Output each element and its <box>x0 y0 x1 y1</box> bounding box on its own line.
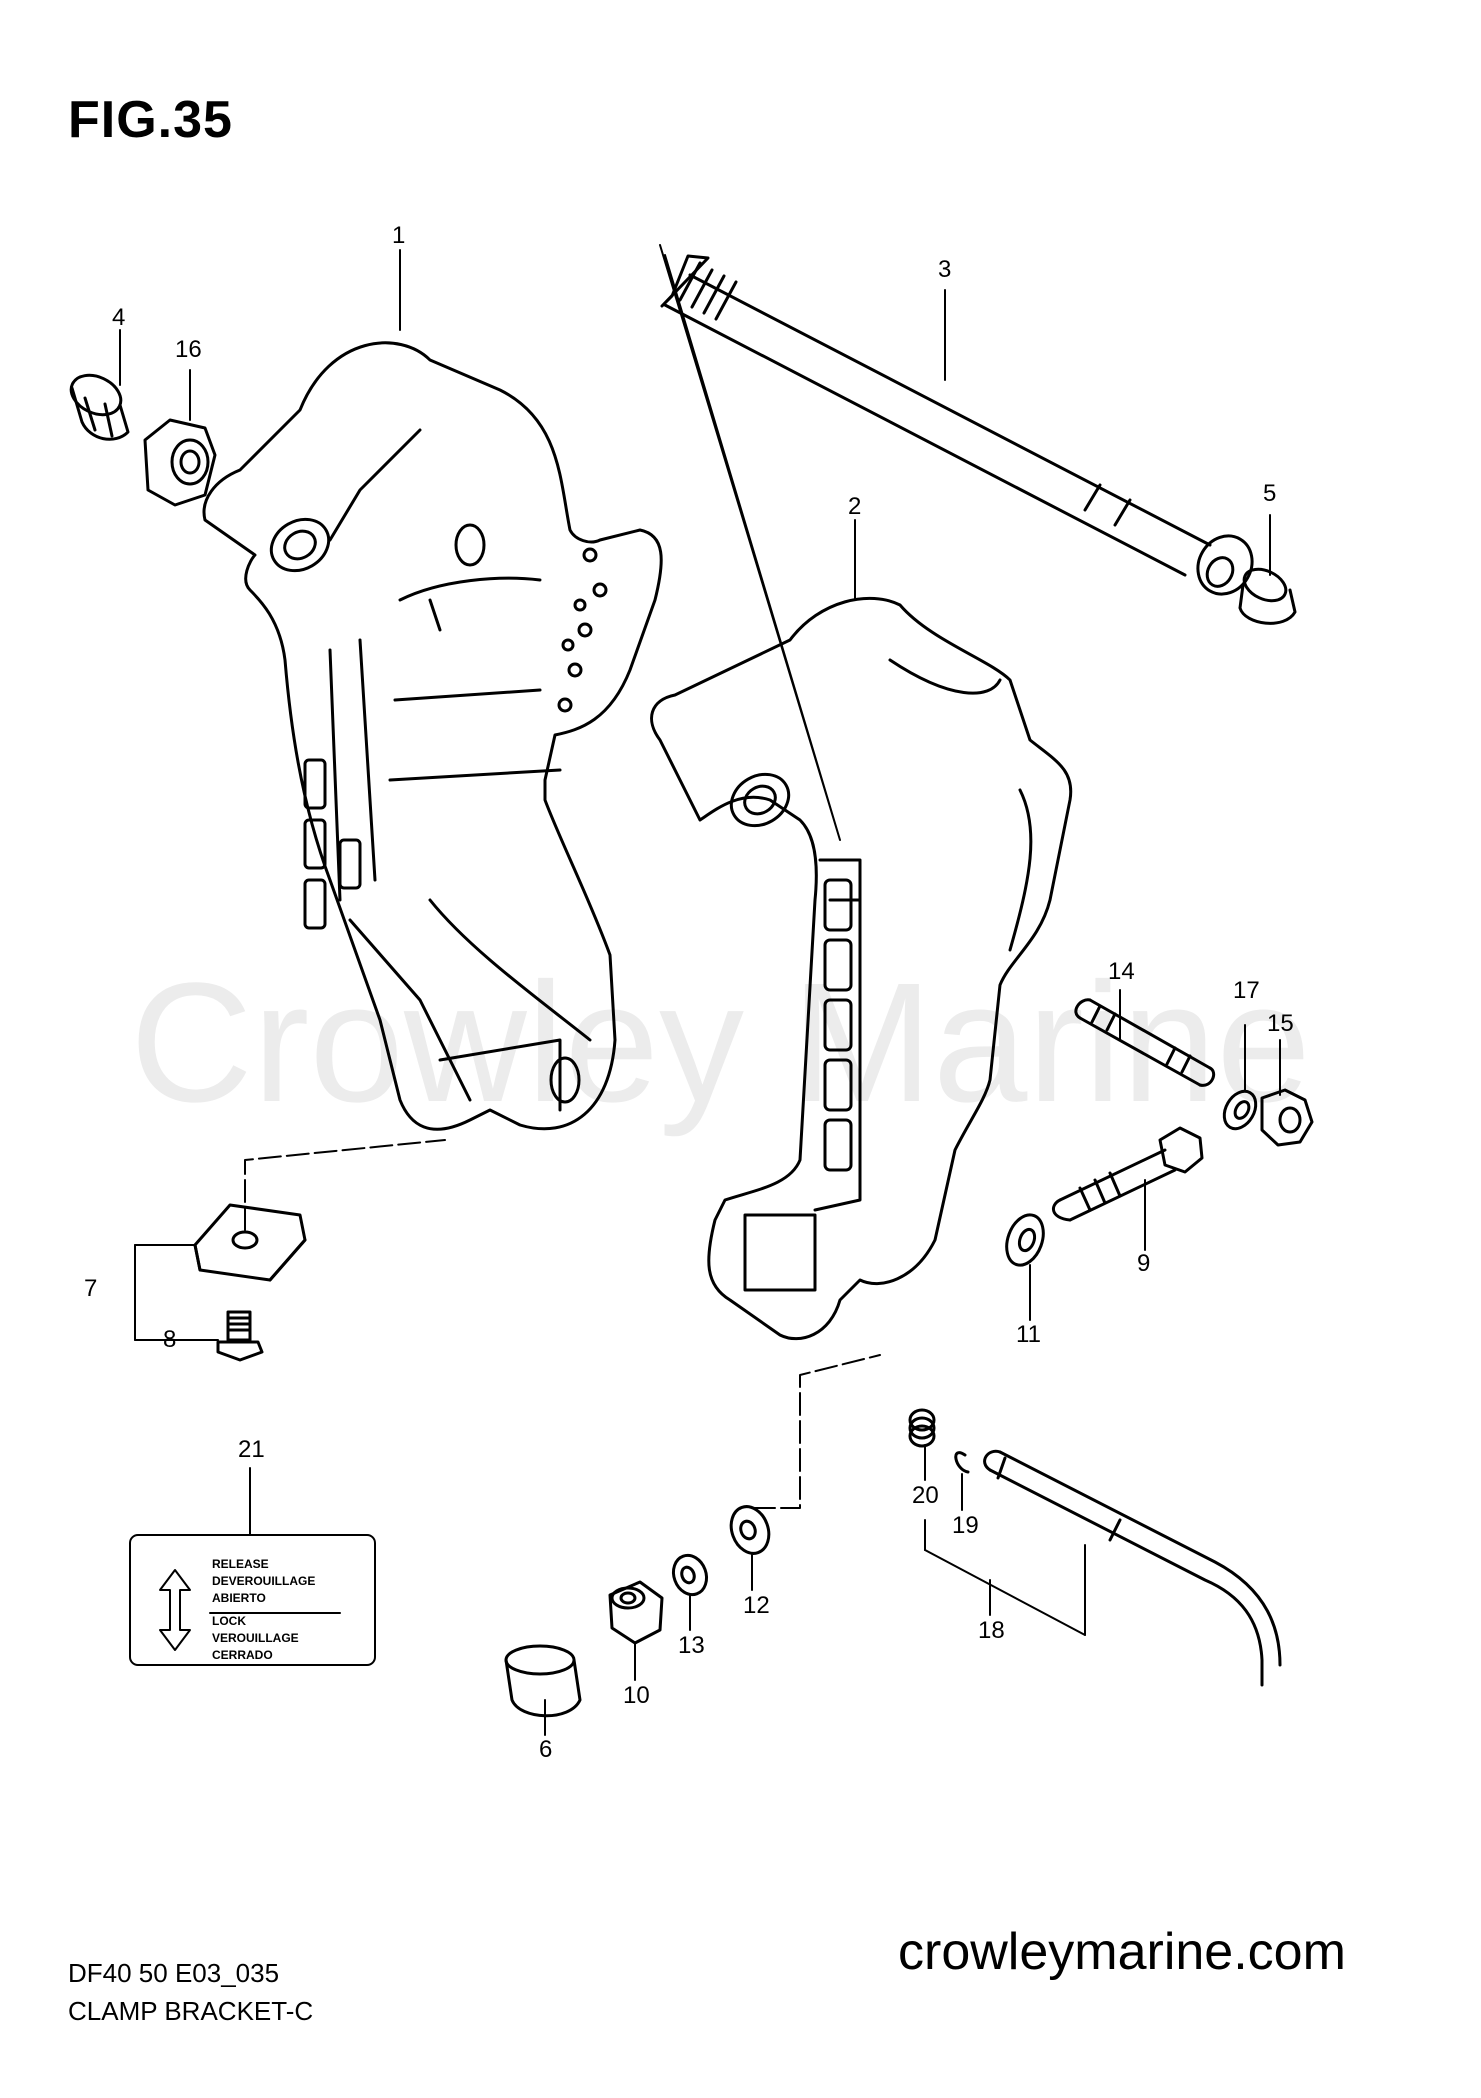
callout-19[interactable]: 19 <box>952 1512 979 1539</box>
callout-8[interactable]: 8 <box>163 1326 177 1353</box>
part-12-washer[interactable] <box>725 1501 775 1558</box>
part-17-washer[interactable] <box>1218 1086 1262 1135</box>
callout-10[interactable]: 10 <box>623 1682 650 1709</box>
part-19-e-clip[interactable] <box>954 1451 970 1474</box>
part-8-bolt[interactable] <box>216 1310 264 1362</box>
decal-abierto: ABIERTO <box>212 1591 266 1605</box>
section-name: CLAMP BRACKET-C <box>68 1996 314 2026</box>
part-21-decal[interactable] <box>129 1534 376 1666</box>
callout-2[interactable]: 2 <box>848 493 862 520</box>
decal-cerrado: CERRADO <box>212 1648 273 1662</box>
part-10-bushing[interactable] <box>608 1580 664 1645</box>
callout-14[interactable]: 14 <box>1108 958 1135 985</box>
decal-deverrouillage: DEVEROUILLAGE <box>212 1574 316 1588</box>
part-6-sleeve[interactable] <box>504 1644 582 1718</box>
leader-lines <box>119 249 1281 1736</box>
callout-20[interactable]: 20 <box>912 1482 939 1509</box>
part-7-plate[interactable] <box>193 1203 307 1282</box>
model-code: DF40 50 E03_035 <box>68 1958 280 1988</box>
callout-16[interactable]: 16 <box>175 336 202 363</box>
callout-11[interactable]: 11 <box>1016 1321 1041 1348</box>
callout-13[interactable]: 13 <box>678 1632 705 1659</box>
figure-title: FIG.35 <box>68 91 233 149</box>
callout-12[interactable]: 12 <box>743 1592 770 1619</box>
part-9-bolt[interactable] <box>1052 1126 1204 1222</box>
callout-1[interactable]: 1 <box>392 222 406 249</box>
callout-17[interactable]: 17 <box>1233 977 1260 1004</box>
callout-9[interactable]: 9 <box>1137 1250 1151 1277</box>
decal-release: RELEASE <box>212 1557 269 1571</box>
callout-5[interactable]: 5 <box>1263 480 1277 507</box>
website-link[interactable]: crowleymarine.com <box>898 1923 1346 1981</box>
part-14-stud[interactable] <box>1074 998 1216 1087</box>
part-3-long-bolt[interactable] <box>660 254 1263 604</box>
part-1-left-clamp-bracket[interactable] <box>202 341 663 1131</box>
watermark: Crowley Marine <box>130 948 1311 1138</box>
callout-21[interactable]: 21 <box>238 1436 265 1463</box>
part-20-spring[interactable] <box>908 1408 936 1448</box>
part-2-right-clamp-bracket[interactable] <box>650 597 1073 1341</box>
part-11-washer[interactable] <box>1000 1210 1050 1270</box>
part-5-cap[interactable] <box>1238 563 1297 625</box>
callout-15[interactable]: 15 <box>1267 1010 1294 1037</box>
decal-verouillage: VEROUILLAGE <box>212 1631 299 1645</box>
part-15-nut[interactable] <box>1260 1088 1314 1147</box>
decal-lock: LOCK <box>212 1614 246 1628</box>
callout-3[interactable]: 3 <box>938 256 952 283</box>
callout-6[interactable]: 6 <box>539 1736 553 1763</box>
part-13-washer[interactable] <box>668 1551 712 1600</box>
callout-7[interactable]: 7 <box>84 1275 98 1302</box>
callout-4[interactable]: 4 <box>112 304 126 331</box>
decal-text-block: RELEASE DEVEROUILLAGE ABIERTO LOCK VEROU… <box>212 1556 315 1664</box>
callout-18[interactable]: 18 <box>978 1617 1005 1644</box>
part-4-bushing[interactable] <box>65 368 130 441</box>
bolt-insertion-leader <box>659 244 841 841</box>
part-16-nut[interactable] <box>143 418 217 507</box>
part-18-lock-rod[interactable] <box>983 1449 1282 1687</box>
